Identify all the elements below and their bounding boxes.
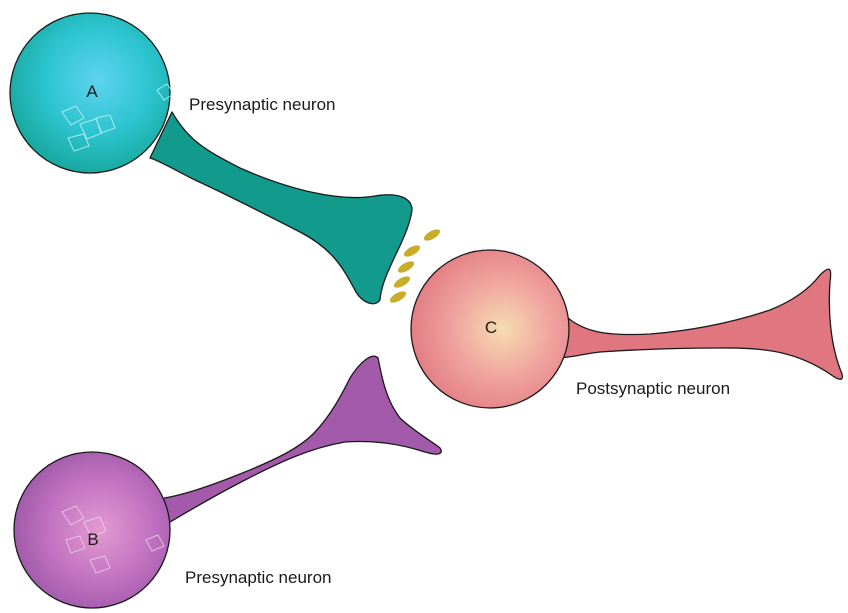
neuron-a	[10, 13, 412, 304]
neuron-c-letter: C	[485, 318, 497, 337]
neurotransmitter-vesicle	[422, 227, 442, 243]
neurotransmitter-vesicle	[402, 243, 422, 259]
neurotransmitter-vesicle	[392, 274, 412, 290]
neuron-a-label: Presynaptic neuron	[189, 95, 335, 114]
neuron-c-label: Postsynaptic neuron	[576, 379, 730, 398]
neuron-c-axon	[556, 269, 842, 379]
neuron-b-letter: B	[87, 530, 98, 549]
neurotransmitter-vesicle	[396, 259, 416, 275]
neuron-a-letter: A	[86, 82, 98, 101]
neuron-b-axon	[150, 356, 441, 528]
neuron-b-label: Presynaptic neuron	[185, 568, 331, 587]
neuron-a-axon	[150, 112, 412, 304]
neurotransmitter-vesicle	[388, 289, 408, 305]
